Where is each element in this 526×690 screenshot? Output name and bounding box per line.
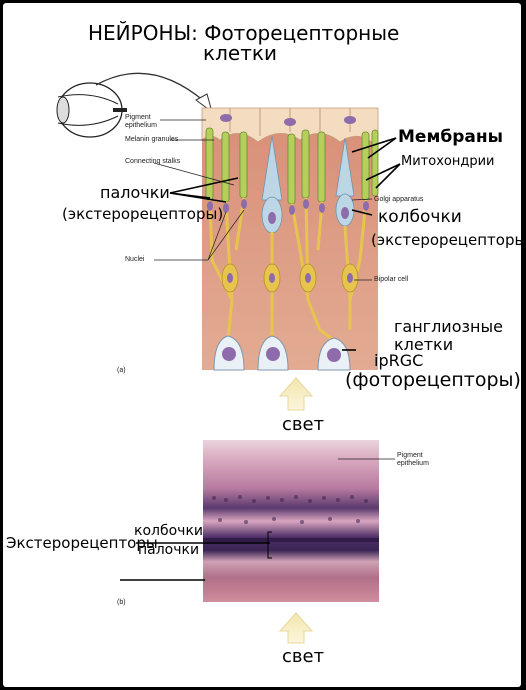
photoreceptor-layer bbox=[203, 538, 379, 542]
label-membranes: Мембраны bbox=[398, 127, 503, 147]
pigment-epithelium bbox=[201, 107, 379, 150]
light-arrow-a bbox=[278, 377, 314, 411]
title-line-1: НЕЙРОНЫ: Фоторецепторные bbox=[88, 21, 400, 45]
label-light-b: свет bbox=[282, 646, 325, 667]
label-nuclei: Nuclei bbox=[125, 256, 145, 263]
label-rods-sub: (экстерорецепторы) bbox=[62, 205, 224, 223]
zoom-arrow bbox=[95, 72, 206, 103]
label-mitochondria: Митохондрии bbox=[401, 154, 495, 169]
label-golgi-apparatus: Golgi apparatus bbox=[374, 196, 424, 203]
label-cones-b: колбочки bbox=[134, 523, 203, 539]
eye-icon bbox=[56, 82, 127, 138]
label-pigment-epithelium-b-2: epithelium bbox=[397, 460, 429, 467]
histology-texture bbox=[212, 495, 368, 524]
label-iprgc: ipRGC bbox=[374, 351, 424, 370]
label-cones: колбочки bbox=[378, 207, 462, 227]
panel-letter-a: (a) bbox=[117, 367, 126, 374]
label-photoreceptors: (фоторецепторы) bbox=[345, 369, 521, 391]
light-arrow-b bbox=[278, 612, 314, 644]
label-exteroreceptors: Экстерорецепторы bbox=[6, 534, 158, 552]
label-light-a: свет bbox=[282, 414, 325, 435]
label-rods: палочки bbox=[100, 183, 170, 202]
rod-nuclei bbox=[207, 199, 369, 283]
panel-b-histology bbox=[203, 440, 379, 602]
label-ganglion-1: ганглиозные bbox=[394, 317, 503, 336]
zoom-arrow-head bbox=[195, 93, 213, 114]
label-pigment-epithelium-2: epithelium bbox=[125, 122, 157, 129]
label-cones-sub: (экстерорецепторы) bbox=[371, 231, 526, 249]
bracket-b bbox=[267, 531, 272, 559]
label-melanin-granules: Melanin granules bbox=[125, 136, 179, 143]
ganglion-nuclei bbox=[222, 347, 341, 362]
label-pigment-epithelium-b-1: Pigment bbox=[397, 452, 423, 459]
label-connecting-stalks: Connecting stalks bbox=[125, 158, 181, 165]
bold-leader-lines-a bbox=[169, 137, 401, 351]
panel-letter-b: (b) bbox=[117, 599, 126, 606]
label-rods-b: палочки bbox=[138, 542, 200, 558]
label-pigment-epithelium-1: Pigment bbox=[125, 114, 151, 121]
label-bipolar-cell: Bipolar cell bbox=[374, 276, 409, 283]
title-line-2: клетки bbox=[203, 41, 277, 65]
label-ganglion-2: клетки bbox=[394, 335, 454, 354]
